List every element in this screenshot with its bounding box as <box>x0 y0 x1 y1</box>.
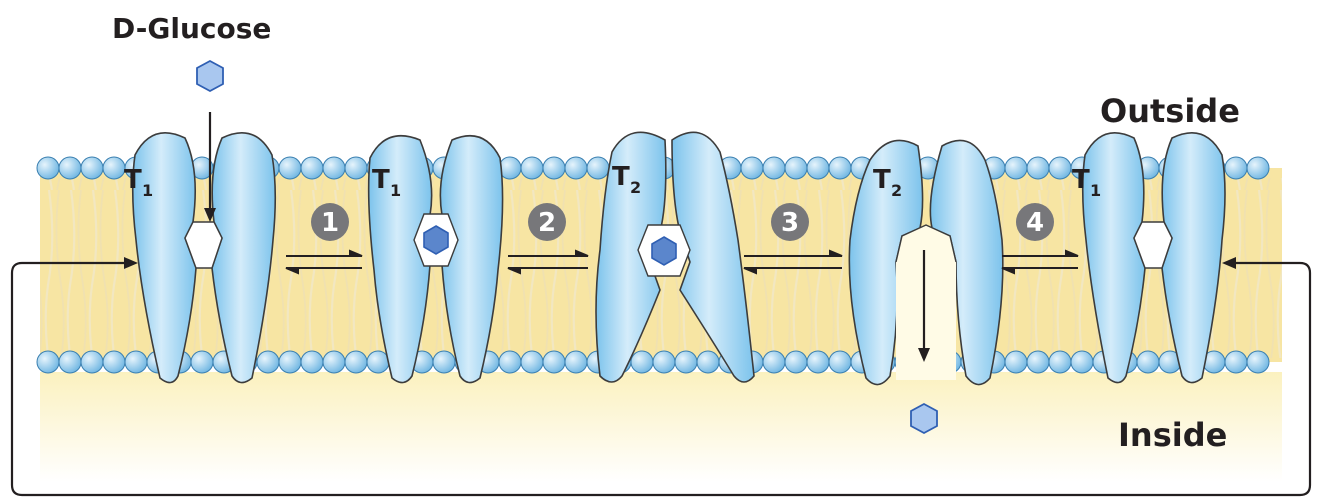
svg-text:T: T <box>124 165 142 195</box>
lipid-head-top-46 <box>1049 157 1071 179</box>
lipid-head-top-54 <box>1225 157 1247 179</box>
step-number-3: 3 <box>781 208 799 238</box>
lipid-head-bottom-46 <box>1049 351 1071 373</box>
lipid-head-bottom-35 <box>807 351 829 373</box>
glucose-icon-bound-1 <box>424 226 448 254</box>
lipid-head-top-36 <box>829 157 851 179</box>
lipid-head-top-14 <box>345 157 367 179</box>
glucose-icon-bound-2 <box>652 237 676 265</box>
lipid-head-top-12 <box>301 157 323 179</box>
lipid-head-bottom-28 <box>653 351 675 373</box>
lipid-head-bottom-54 <box>1225 351 1247 373</box>
lipid-head-top-2 <box>81 157 103 179</box>
lipid-head-bottom-33 <box>763 351 785 373</box>
svg-text:T: T <box>372 165 390 195</box>
lipid-head-bottom-4 <box>125 351 147 373</box>
lipid-head-bottom-29 <box>675 351 697 373</box>
lipid-head-bottom-10 <box>257 351 279 373</box>
step-badge-3: 3 <box>771 203 809 241</box>
lipid-head-bottom-15 <box>367 351 389 373</box>
lipid-head-bottom-0 <box>37 351 59 373</box>
glucose-icon-free-outside <box>197 61 223 91</box>
lipid-head-bottom-44 <box>1005 351 1027 373</box>
svg-text:T: T <box>612 162 630 192</box>
title-d-glucose: D-Glucose <box>112 12 271 45</box>
lipid-head-top-25 <box>587 157 609 179</box>
lipid-head-bottom-2 <box>81 351 103 373</box>
lipid-head-bottom-11 <box>279 351 301 373</box>
lipid-head-bottom-12 <box>301 351 323 373</box>
lipid-head-bottom-45 <box>1027 351 1049 373</box>
lipid-head-bottom-55 <box>1247 351 1269 373</box>
svg-text:1: 1 <box>142 181 153 200</box>
lipid-head-top-34 <box>785 157 807 179</box>
step-number-1: 1 <box>321 208 339 238</box>
lipid-head-bottom-24 <box>565 351 587 373</box>
lipid-head-top-22 <box>521 157 543 179</box>
lipid-head-bottom-7 <box>191 351 213 373</box>
lipid-head-top-11 <box>279 157 301 179</box>
svg-text:2: 2 <box>891 181 902 200</box>
glucose-icon-free-inside <box>911 404 937 433</box>
lipid-head-bottom-22 <box>521 351 543 373</box>
lipid-head-top-44 <box>1005 157 1027 179</box>
lipid-head-bottom-23 <box>543 351 565 373</box>
lipid-head-top-32 <box>741 157 763 179</box>
label-outside: Outside <box>1100 92 1240 130</box>
svg-text:T: T <box>873 165 891 195</box>
label-inside: Inside <box>1118 416 1227 454</box>
lipid-head-top-35 <box>807 157 829 179</box>
lipid-head-bottom-27 <box>631 351 653 373</box>
lipid-head-bottom-18 <box>433 351 455 373</box>
lipid-head-bottom-14 <box>345 351 367 373</box>
lipid-head-top-0 <box>37 157 59 179</box>
lipid-head-top-55 <box>1247 157 1269 179</box>
lipid-head-bottom-13 <box>323 351 345 373</box>
lipid-head-top-3 <box>103 157 125 179</box>
svg-text:1: 1 <box>1090 181 1101 200</box>
lipid-head-bottom-30 <box>697 351 719 373</box>
svg-text:T: T <box>1072 165 1090 195</box>
step-number-4: 4 <box>1026 208 1044 238</box>
lipid-head-top-45 <box>1027 157 1049 179</box>
step-badge-2: 2 <box>528 203 566 241</box>
cytoplasm-region <box>40 372 1282 482</box>
lipid-head-bottom-47 <box>1071 351 1093 373</box>
svg-text:1: 1 <box>390 181 401 200</box>
svg-text:2: 2 <box>630 178 641 197</box>
step-number-2: 2 <box>538 208 556 238</box>
step-badge-4: 4 <box>1016 203 1054 241</box>
lipid-head-top-24 <box>565 157 587 179</box>
lipid-head-top-1 <box>59 157 81 179</box>
lipid-head-bottom-3 <box>103 351 125 373</box>
lipid-head-top-13 <box>323 157 345 179</box>
lipid-head-bottom-21 <box>499 351 521 373</box>
lipid-head-bottom-50 <box>1137 351 1159 373</box>
lipid-head-bottom-34 <box>785 351 807 373</box>
lipid-head-bottom-1 <box>59 351 81 373</box>
lipid-head-top-33 <box>763 157 785 179</box>
step-badge-1: 1 <box>311 203 349 241</box>
lipid-head-bottom-36 <box>829 351 851 373</box>
lipid-head-top-23 <box>543 157 565 179</box>
